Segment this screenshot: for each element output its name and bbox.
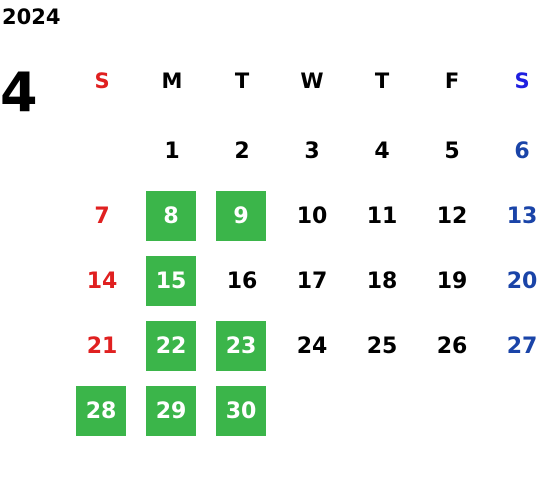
day-cell[interactable]: 25 xyxy=(347,321,417,371)
day-number: 7 xyxy=(94,203,110,229)
day-number: 11 xyxy=(366,203,398,229)
day-cell[interactable]: 11 xyxy=(347,191,417,241)
weekday-header: S xyxy=(514,69,530,93)
day-cell[interactable]: 19 xyxy=(417,256,487,306)
day-number: 16 xyxy=(226,268,258,294)
highlighted-day-marker: 30 xyxy=(216,386,266,436)
weekday-header: F xyxy=(444,69,460,93)
day-cell[interactable]: 10 xyxy=(277,191,347,241)
day-cell[interactable]: 17 xyxy=(277,256,347,306)
day-cell[interactable]: 5 xyxy=(417,126,487,176)
day-cell[interactable]: 23 xyxy=(207,321,277,371)
weekday-header: W xyxy=(300,69,324,93)
day-number: 28 xyxy=(85,398,117,424)
day-number: 1 xyxy=(164,138,180,164)
highlighted-day-marker: 29 xyxy=(146,386,196,436)
day-number: 26 xyxy=(436,333,468,359)
weekday-header: T xyxy=(374,69,390,93)
day-number: 2 xyxy=(234,138,250,164)
day-cell[interactable]: 12 xyxy=(417,191,487,241)
day-cell[interactable]: 18 xyxy=(347,256,417,306)
highlighted-day-marker: 23 xyxy=(216,321,266,371)
day-cell[interactable]: 22 xyxy=(137,321,207,371)
day-number: 14 xyxy=(86,268,118,294)
day-number: 22 xyxy=(155,333,187,359)
day-number: 20 xyxy=(506,268,538,294)
day-cell[interactable]: 6 xyxy=(487,126,548,176)
year-label: 2024 xyxy=(2,5,61,29)
highlighted-day-marker: 15 xyxy=(146,256,196,306)
day-number: 23 xyxy=(225,333,257,359)
day-number: 25 xyxy=(366,333,398,359)
day-number: 8 xyxy=(163,203,179,229)
day-cell[interactable]: 13 xyxy=(487,191,548,241)
weekday-header: S xyxy=(94,69,110,93)
day-number: 18 xyxy=(366,268,398,294)
day-cell[interactable]: 15 xyxy=(137,256,207,306)
day-cell[interactable]: 14 xyxy=(67,256,137,306)
highlighted-day-marker: 9 xyxy=(216,191,266,241)
day-number: 17 xyxy=(296,268,328,294)
day-number: 13 xyxy=(506,203,538,229)
day-cell[interactable]: 26 xyxy=(417,321,487,371)
day-cell[interactable]: 21 xyxy=(67,321,137,371)
weekday-header: M xyxy=(161,69,183,93)
day-cell[interactable]: 24 xyxy=(277,321,347,371)
day-number: 27 xyxy=(506,333,538,359)
day-number: 15 xyxy=(155,268,187,294)
day-cell[interactable]: 30 xyxy=(207,386,277,436)
day-number: 12 xyxy=(436,203,468,229)
day-number: 30 xyxy=(225,398,257,424)
day-cell[interactable]: 9 xyxy=(207,191,277,241)
day-number: 4 xyxy=(374,138,390,164)
day-number: 5 xyxy=(444,138,460,164)
day-cell[interactable]: 8 xyxy=(137,191,207,241)
highlighted-day-marker: 22 xyxy=(146,321,196,371)
day-number: 29 xyxy=(155,398,187,424)
day-cell[interactable]: 2 xyxy=(207,126,277,176)
day-cell[interactable]: 1 xyxy=(137,126,207,176)
day-number: 19 xyxy=(436,268,468,294)
day-number: 10 xyxy=(296,203,328,229)
day-cell[interactable]: 27 xyxy=(487,321,548,371)
highlighted-day-marker: 8 xyxy=(146,191,196,241)
day-number: 6 xyxy=(514,138,530,164)
day-cell[interactable]: 16 xyxy=(207,256,277,306)
day-number: 24 xyxy=(296,333,328,359)
weekday-header: T xyxy=(234,69,250,93)
day-number: 3 xyxy=(304,138,320,164)
day-cell[interactable]: 29 xyxy=(137,386,207,436)
day-cell[interactable]: 20 xyxy=(487,256,548,306)
highlighted-day-marker: 28 xyxy=(76,386,126,436)
day-cell[interactable]: 3 xyxy=(277,126,347,176)
day-cell[interactable]: 7 xyxy=(67,191,137,241)
day-cell[interactable]: 4 xyxy=(347,126,417,176)
month-label: 4 xyxy=(0,61,38,124)
day-number: 21 xyxy=(86,333,118,359)
day-number: 9 xyxy=(233,203,249,229)
day-cell[interactable]: 28 xyxy=(67,386,137,436)
